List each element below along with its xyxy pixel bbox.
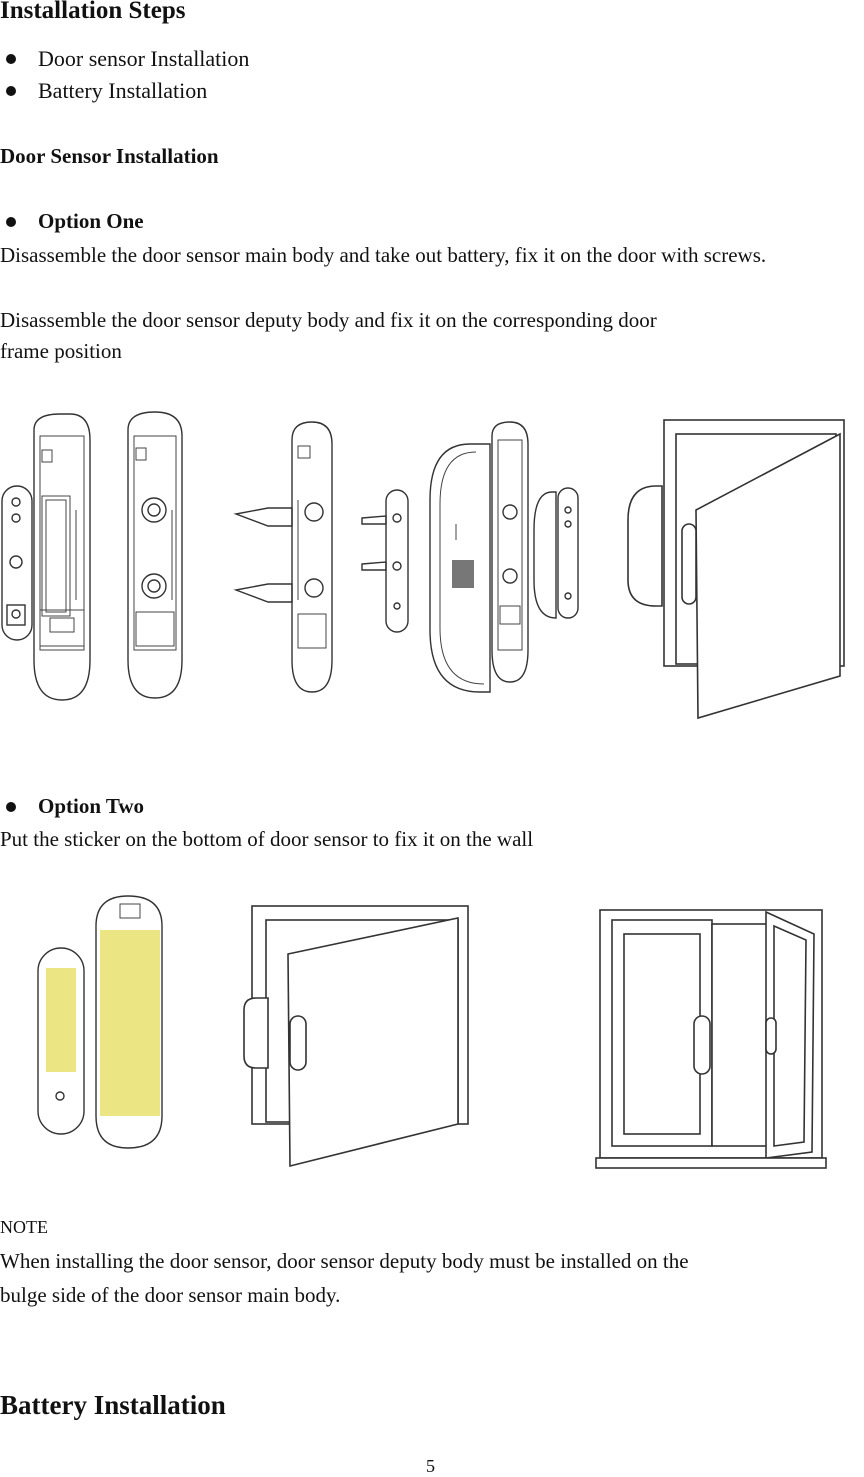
- deputy-screw-drawing: [361, 489, 409, 633]
- section-heading-door: Door Sensor Installation: [0, 144, 219, 168]
- bullet-dot-icon: [6, 54, 16, 64]
- page-number: 5: [426, 1456, 435, 1476]
- bullet-label: Door sensor Installation: [38, 46, 250, 71]
- option-one-label: Option One: [38, 209, 144, 233]
- installed-door-drawing: [627, 419, 845, 720]
- main-body-open-drawing: [33, 413, 91, 701]
- page-title: Installation Steps: [0, 0, 186, 24]
- main-body-back-drawing: [127, 411, 183, 699]
- main-body-rear-drawing: [491, 421, 529, 683]
- note-label: NOTE: [0, 1217, 48, 1237]
- option-one-paragraph-2-line-2: frame position: [0, 339, 122, 363]
- bullet-item-door: Door sensor Installation: [0, 46, 249, 72]
- option-one-heading: Option One: [0, 209, 144, 234]
- note-line-1: When installing the door sensor, door se…: [0, 1249, 689, 1273]
- option-two-label: Option Two: [38, 794, 145, 818]
- window-drawing: [595, 909, 827, 1169]
- sticker-sensor-drawing: [37, 895, 163, 1149]
- option-one-paragraph-2-line-1: Disassemble the door sensor deputy body …: [0, 308, 657, 332]
- bullet-dot-icon: [6, 801, 16, 812]
- deputy-cover-drawing: [533, 487, 579, 619]
- option-one-paragraph-1: Disassemble the door sensor main body an…: [0, 243, 767, 267]
- bullet-item-battery: Battery Installation: [0, 78, 207, 104]
- note-line-2: bulge side of the door sensor main body.: [0, 1283, 341, 1307]
- option-two-paragraph: Put the sticker on the bottom of door se…: [0, 827, 534, 851]
- screw-mount-drawing: [233, 421, 333, 693]
- bullet-dot-icon: [6, 86, 16, 96]
- bullet-dot-icon: [6, 216, 16, 227]
- battery-heading: Battery Installation: [0, 1390, 226, 1420]
- deputy-sticker: [46, 968, 76, 1072]
- deputy-body-drawing: [1, 485, 33, 641]
- bullet-label: Battery Installation: [38, 78, 208, 103]
- main-sticker: [100, 930, 160, 1116]
- option-one-illustration: [1, 411, 845, 720]
- wall-door-drawing: [243, 905, 469, 1168]
- option-two-heading: Option Two: [0, 794, 144, 819]
- main-body-cover-drawing: [429, 443, 491, 693]
- option-two-illustration: [37, 895, 827, 1169]
